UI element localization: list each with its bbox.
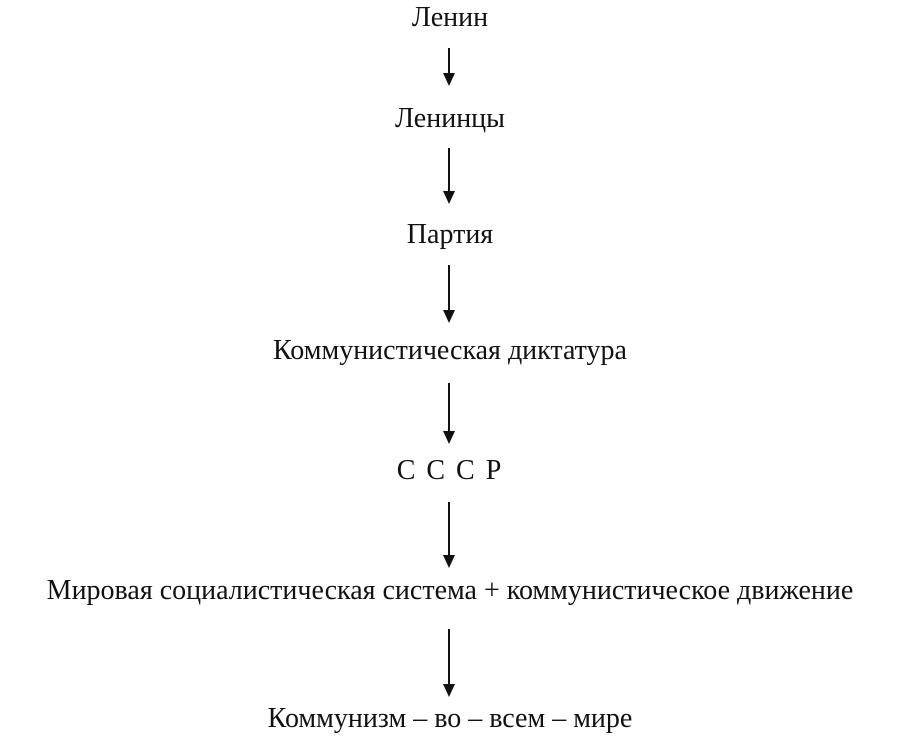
flow-node-communist-dictatorship: Коммунистическая диктатура [273,335,627,366]
down-arrow-icon [443,265,455,323]
down-arrow-icon [443,148,455,204]
down-arrow-icon [443,502,455,568]
down-arrow-icon [443,48,455,86]
down-arrow-icon [443,629,455,697]
flow-node-lenintsy: Ленинцы [395,103,505,134]
flow-node-lenin: Ленин [411,2,489,33]
flow-node-communism-worldwide: Коммунизм – во – всем – мире [267,703,633,734]
down-arrow-icon [443,383,455,444]
flow-node-world-socialist-system: Мировая социалистическая система + комму… [46,575,854,606]
flow-node-partiya: Партия [406,219,494,250]
flow-node-cccp: С С С Р [396,455,504,486]
